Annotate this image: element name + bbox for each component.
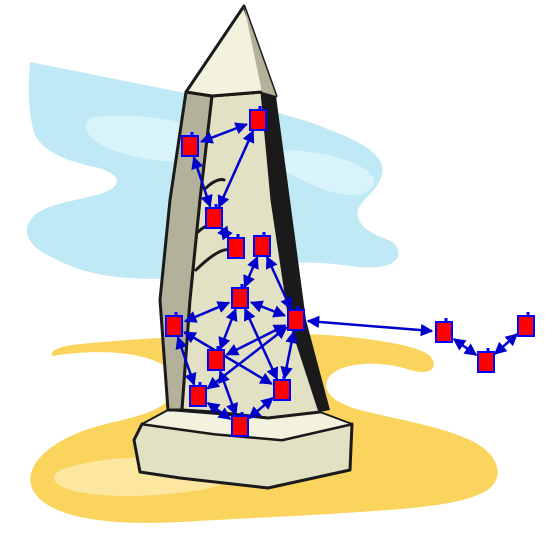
node-box bbox=[182, 136, 198, 156]
node-n2 bbox=[250, 106, 266, 130]
node-box bbox=[288, 310, 304, 330]
node-box bbox=[208, 350, 224, 370]
node-n4 bbox=[228, 234, 244, 258]
node-box bbox=[232, 288, 248, 308]
edge-n14-n15 bbox=[495, 334, 517, 354]
node-n13 bbox=[436, 318, 452, 342]
node-n9 bbox=[274, 376, 290, 400]
node-n3 bbox=[206, 204, 222, 228]
node-n8 bbox=[208, 346, 224, 370]
node-n5 bbox=[166, 312, 182, 336]
node-n10 bbox=[190, 382, 206, 406]
node-box bbox=[232, 416, 248, 436]
node-n15 bbox=[518, 312, 534, 336]
node-box bbox=[274, 380, 290, 400]
node-box bbox=[436, 322, 452, 342]
node-n7 bbox=[288, 306, 304, 330]
node-box bbox=[166, 316, 182, 336]
node-n11 bbox=[232, 412, 248, 436]
edge-n13-n14 bbox=[454, 339, 476, 355]
edge-n7-n13 bbox=[308, 321, 432, 331]
node-n1 bbox=[182, 132, 198, 156]
node-box bbox=[190, 386, 206, 406]
node-box bbox=[478, 352, 494, 372]
node-box bbox=[206, 208, 222, 228]
node-n14 bbox=[478, 348, 494, 372]
node-n12 bbox=[254, 232, 270, 256]
node-box bbox=[518, 316, 534, 336]
node-n6 bbox=[232, 284, 248, 308]
node-box bbox=[254, 236, 270, 256]
node-box bbox=[250, 110, 266, 130]
node-box bbox=[228, 238, 244, 258]
